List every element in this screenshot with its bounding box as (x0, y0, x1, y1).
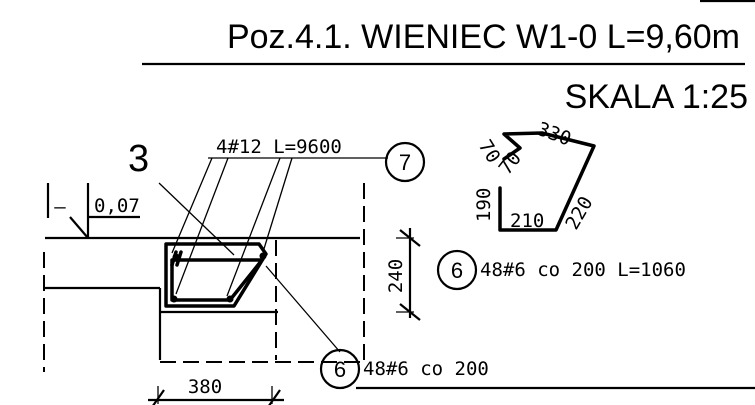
detail-callout-circle-6 (436, 249, 478, 291)
callout-circle-7 (384, 141, 426, 183)
height-dimension: 240 (385, 228, 421, 321)
scale-label: SKALA 1:25 (565, 78, 748, 116)
drawing-title: Poz.4.1. WIENIEC W1-0 L=9,60m (227, 18, 740, 56)
rebar-dot (172, 253, 180, 261)
width-dimension: 380 (148, 376, 284, 405)
level-value: 0,07 (94, 195, 140, 217)
callout-number-7: 7 (399, 150, 411, 175)
rebar-dot (226, 295, 234, 303)
stirrup-bending-detail: 210 190 70 70 330 220 (473, 118, 597, 233)
top-bars-leader (175, 157, 229, 295)
stirrups-label: 48#6 co 200 (363, 358, 489, 380)
top-bars-label: 4#12 L=9600 (216, 136, 342, 158)
stirrup-leader (265, 265, 341, 353)
level-sign: – (54, 196, 66, 218)
rebar-dot (170, 295, 178, 303)
detail-callout-number-6: 6 (451, 258, 463, 283)
stirrup-section (164, 242, 268, 308)
dim-right: 220 (561, 193, 597, 234)
height-dim-value: 240 (385, 259, 407, 293)
rebar-dot (259, 252, 267, 260)
top-bars-leader (171, 157, 213, 254)
stirrup-detail-label: 48#6 co 200 L=1060 (480, 259, 686, 281)
callout-number-6: 6 (334, 357, 346, 382)
top-bars-leader (226, 157, 281, 297)
section-mark: 3 (128, 138, 149, 180)
dim-left: 190 (473, 188, 495, 222)
dim-top: 330 (534, 118, 574, 150)
level-marker: – 0,07 (46, 183, 140, 239)
width-dim-value: 380 (188, 376, 222, 398)
dim-bottom: 210 (510, 210, 544, 232)
top-bars-leader (262, 157, 293, 253)
callout-circle-6 (319, 348, 361, 390)
